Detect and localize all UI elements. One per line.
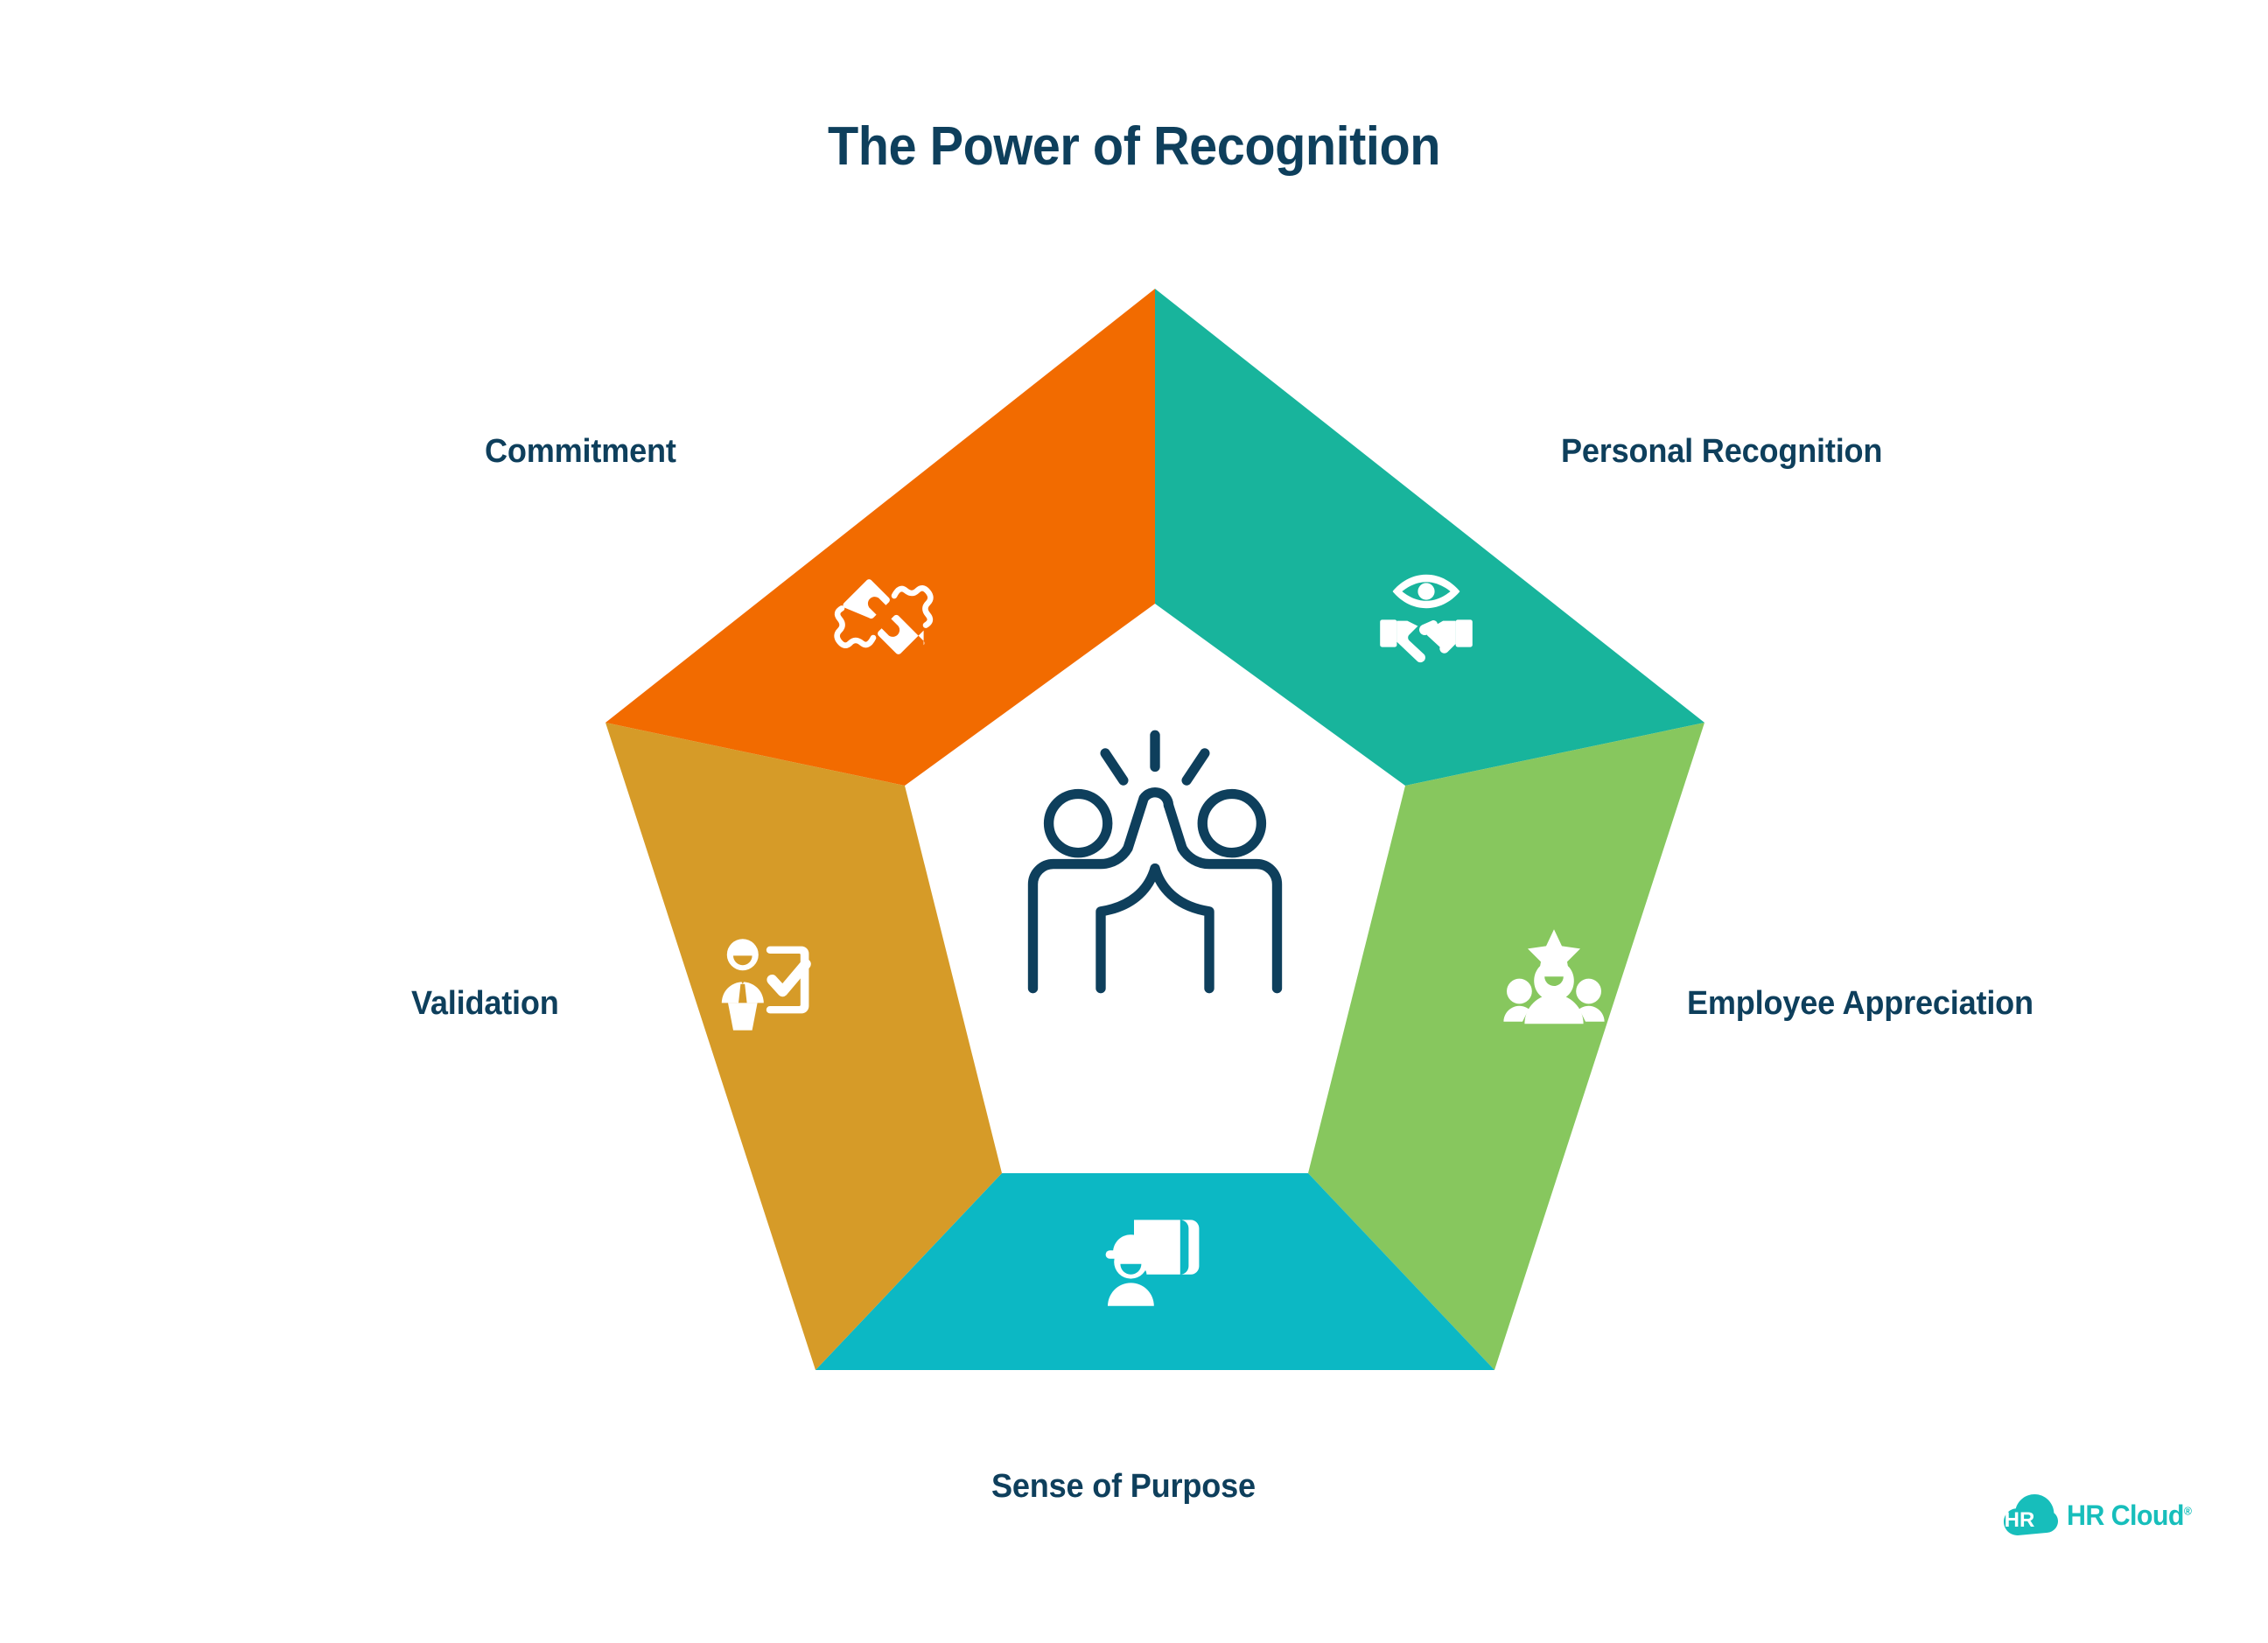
label-personal-recognition: Personal Recognition — [1561, 433, 1883, 470]
label-sense-of-purpose: Sense of Purpose — [991, 1468, 1256, 1505]
logo-wordmark: HR Cloud® — [2067, 1500, 2192, 1531]
label-employee-appreciation: Employee Appreciation — [1687, 985, 2034, 1022]
segment-commitment[interactable] — [606, 289, 1155, 786]
label-validation: Validation — [411, 985, 559, 1022]
segment-personal-recognition[interactable] — [1155, 289, 1704, 786]
logo-wordmark-text: HR Cloud — [2067, 1500, 2184, 1531]
center-high-five-icon — [1033, 735, 1278, 988]
svg-text:HR: HR — [2005, 1508, 2035, 1532]
segment-employee-appreciation[interactable] — [1308, 723, 1704, 1370]
pentagon-diagram — [542, 262, 1768, 1400]
label-commitment: Commitment — [485, 433, 676, 470]
cloud-icon: HR — [2004, 1494, 2058, 1535]
segment-validation[interactable] — [606, 723, 1002, 1370]
hr-cloud-logo: HR HR Cloud® — [2004, 1494, 2198, 1536]
segment-sense-of-purpose[interactable] — [816, 1173, 1494, 1370]
registered-mark: ® — [2183, 1504, 2192, 1518]
page-title: The Power of Recognition — [828, 116, 1440, 177]
